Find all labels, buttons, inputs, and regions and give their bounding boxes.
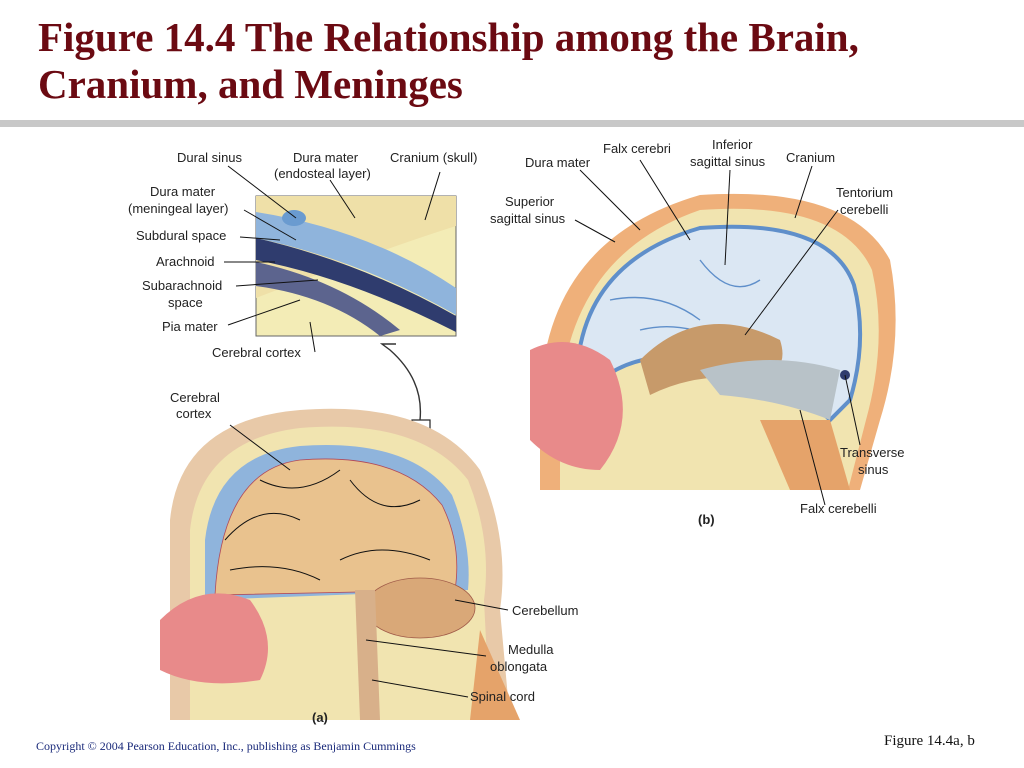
label-transverse-sinus-2: sinus xyxy=(858,462,889,477)
anatomy-figure: Dural sinus Dura mater (endosteal layer)… xyxy=(128,137,905,725)
cerebellum xyxy=(364,577,476,639)
tentorium-cerebelli xyxy=(700,360,840,420)
label-b-dura-mater: Dura mater xyxy=(525,155,591,170)
slide-title: Figure 14.4 The Relationship among the B… xyxy=(38,14,859,107)
label-cerebellum: Cerebellum xyxy=(512,603,578,618)
figure-reference: Figure 14.4a, b xyxy=(884,733,975,749)
neck-muscle-b xyxy=(760,420,850,490)
label-spinal-cord: Spinal cord xyxy=(470,689,535,704)
label-falx-cerebelli: Falx cerebelli xyxy=(800,501,877,516)
label-b-cranium: Cranium xyxy=(786,150,835,165)
inset-arachnoid xyxy=(256,238,456,332)
inset-dura-mater xyxy=(256,212,456,315)
label-dura-meningeal-2: (meningeal layer) xyxy=(128,201,228,216)
nasal-cavity-a xyxy=(160,593,268,684)
inset-dural-sinus xyxy=(282,210,306,226)
panel-b-illustration xyxy=(530,193,896,490)
label-tentorium-2: cerebelli xyxy=(840,202,889,217)
panel-b-label: (b) xyxy=(698,512,715,527)
diagram-labels: Dural sinus Dura mater (endosteal layer)… xyxy=(128,137,905,725)
cerebrum xyxy=(214,458,458,596)
copyright-notice: Copyright © 2004 Pearson Education, Inc.… xyxy=(36,739,416,753)
title-divider xyxy=(0,120,1024,127)
brainstem xyxy=(355,590,380,720)
label-tentorium: Tentorium xyxy=(836,185,893,200)
label-superior-sagittal-2: sagittal sinus xyxy=(490,211,566,226)
label-dural-sinus: Dural sinus xyxy=(177,150,243,165)
label-pia-mater: Pia mater xyxy=(162,319,218,334)
nasal-cavity-b xyxy=(530,342,623,470)
label-subdural-space: Subdural space xyxy=(136,228,226,243)
label-subarachnoid: Subarachnoid xyxy=(142,278,222,293)
meninges-inset xyxy=(255,195,457,435)
label-dura-endosteal-2: (endosteal layer) xyxy=(274,166,371,181)
label-inferior-sagittal: Inferior xyxy=(712,137,753,152)
inset-subarachnoid xyxy=(256,262,400,336)
label-dura-meningeal: Dura mater xyxy=(150,184,216,199)
label-inferior-sagittal-2: sagittal sinus xyxy=(690,154,766,169)
label-cerebral-cortex-2: cortex xyxy=(176,406,212,421)
label-cerebral-cortex-inset: Cerebral cortex xyxy=(212,345,301,360)
label-subarachnoid-2: space xyxy=(168,295,203,310)
neck-muscle-a xyxy=(470,630,520,720)
label-falx-cerebri: Falx cerebri xyxy=(603,141,671,156)
label-superior-sagittal: Superior xyxy=(505,194,555,209)
inset-arrow xyxy=(379,343,422,421)
cerebrum-gyri xyxy=(224,469,431,581)
leader-lines xyxy=(224,159,861,698)
label-cerebral-cortex: Cerebral xyxy=(170,390,220,405)
label-medulla: Medulla xyxy=(508,642,554,657)
label-transverse-sinus: Transverse xyxy=(840,445,905,460)
label-arachnoid: Arachnoid xyxy=(156,254,215,269)
panel-a-label: (a) xyxy=(312,710,328,725)
label-dura-endosteal: Dura mater xyxy=(293,150,359,165)
panel-a-illustration xyxy=(160,408,520,720)
label-medulla-2: oblongata xyxy=(490,659,548,674)
label-cranium-skull: Cranium (skull) xyxy=(390,150,477,165)
